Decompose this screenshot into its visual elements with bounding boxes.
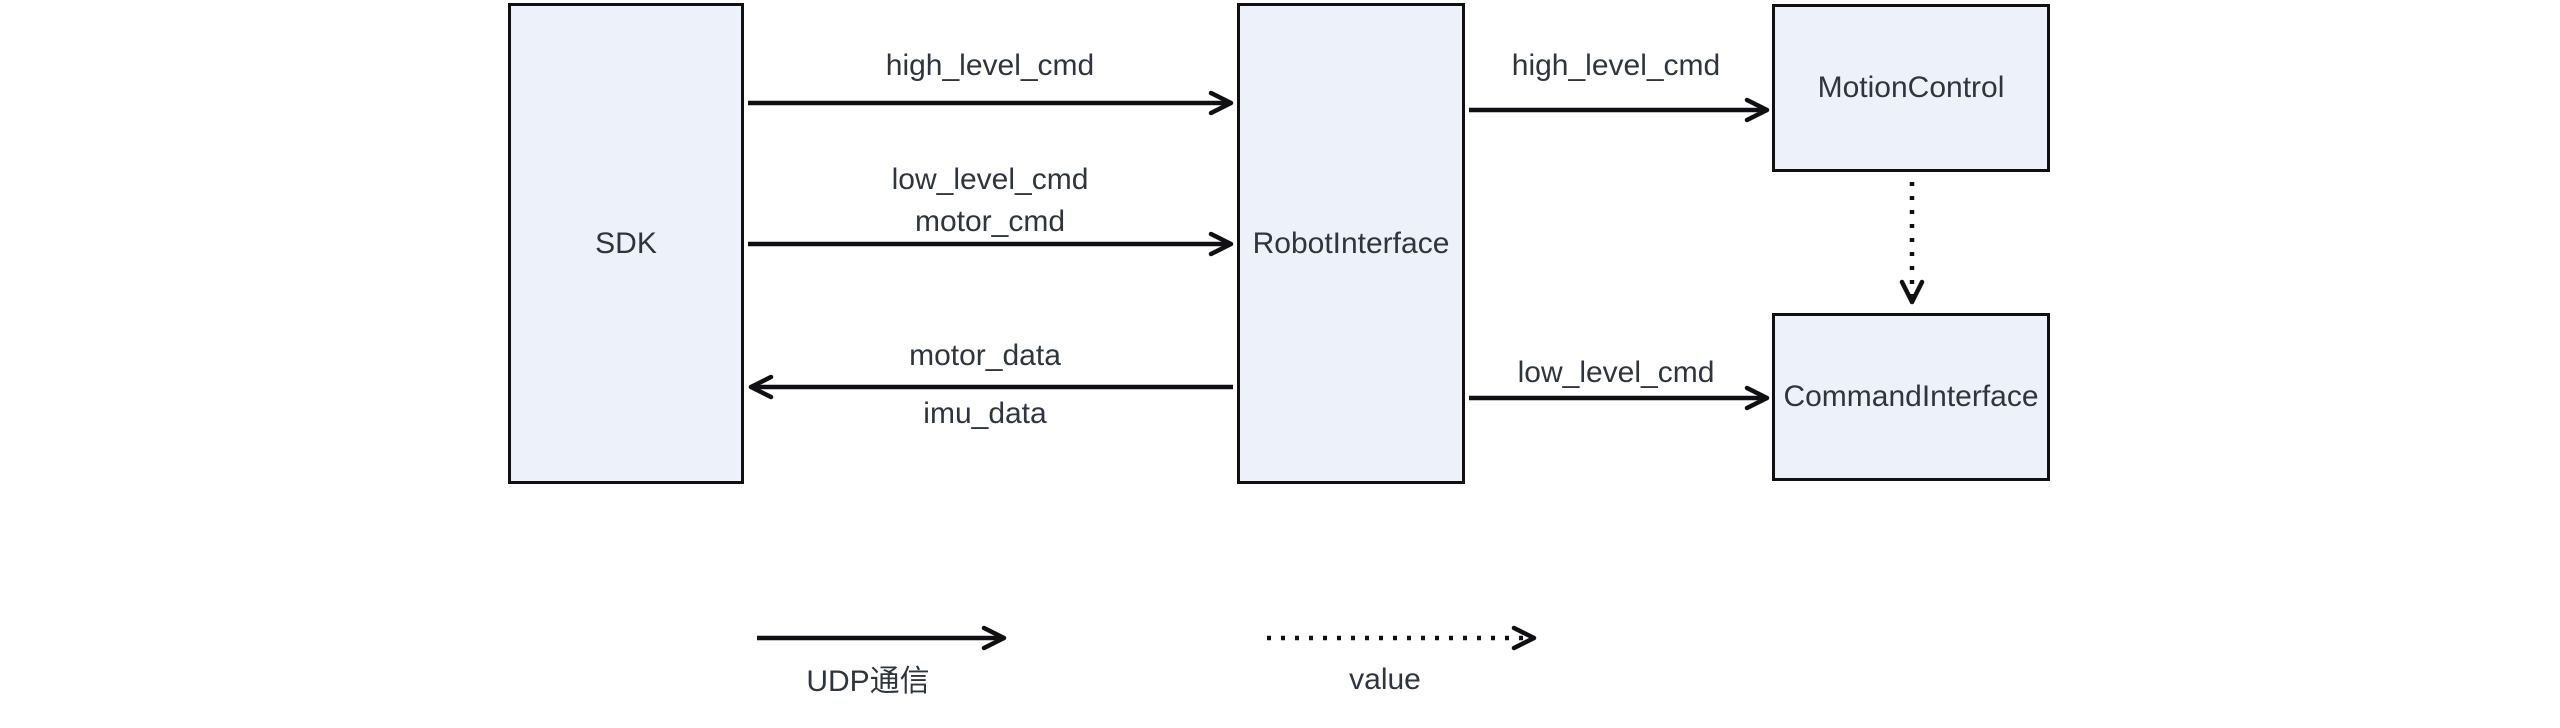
node-command-interface-label: CommandInterface <box>1783 380 2039 413</box>
edge-label-high-level-cmd-left: high_level_cmd <box>885 49 1095 82</box>
edge-label-motor-cmd: motor_cmd <box>914 205 1066 238</box>
legend-label-udp: UDP通信 <box>806 665 930 698</box>
edge-label-imu-data: imu_data <box>923 397 1047 430</box>
edge-label-motor-data: motor_data <box>909 339 1061 372</box>
node-motion-control: MotionControl <box>1772 4 2050 172</box>
legend-label-value: value <box>1349 663 1421 696</box>
edge-label-low-level-cmd-right: low_level_cmd <box>1517 356 1715 389</box>
node-robot-interface-label: RobotInterface <box>1252 226 1450 260</box>
node-sdk: SDK <box>508 3 744 484</box>
edge-label-high-level-cmd-right: high_level_cmd <box>1511 49 1721 82</box>
node-robot-interface: RobotInterface <box>1237 3 1465 484</box>
node-command-interface: CommandInterface <box>1772 313 2050 481</box>
node-motion-control-label: MotionControl <box>1817 71 2005 104</box>
node-sdk-label: SDK <box>595 226 657 260</box>
edge-label-low-level-cmd-left: low_level_cmd <box>891 163 1089 196</box>
